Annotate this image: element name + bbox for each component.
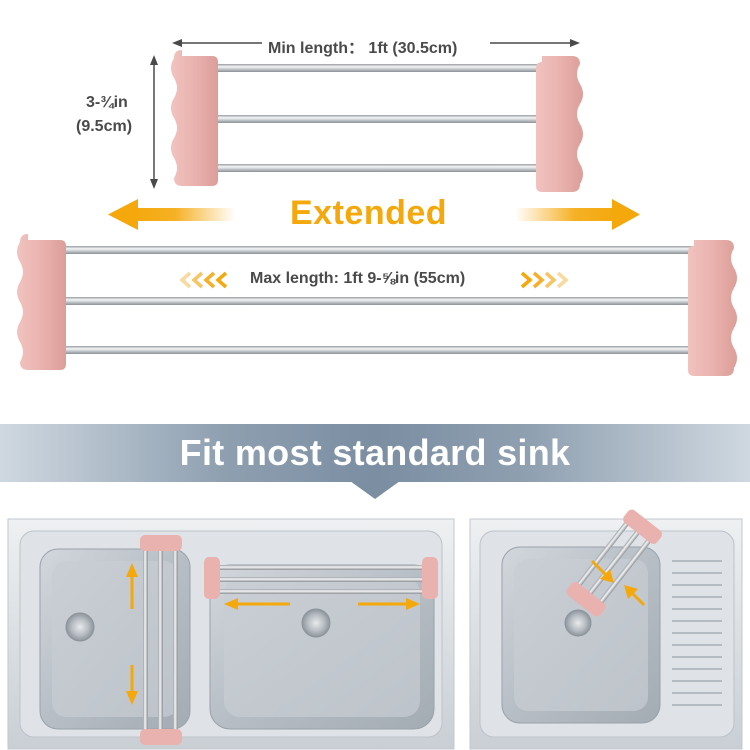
extend-right-arrow — [515, 199, 640, 230]
width-label-line1: 3-¾in — [86, 94, 128, 111]
width-label-line2: (9.5cm) — [76, 118, 133, 135]
extended-right-endcap — [688, 240, 737, 376]
banner-title: Fit most standard sink — [179, 432, 571, 473]
max-left-chevrons — [179, 271, 228, 289]
collapsed-right-endcap — [536, 56, 583, 192]
min-length-label: Min length： 1ft (30.5cm) — [268, 40, 458, 57]
collapsed-left-endcap — [171, 50, 218, 186]
max-right-chevrons — [520, 271, 569, 289]
min-length-dimension — [172, 39, 580, 47]
double-sink-photo — [7, 518, 455, 750]
extended-title: Extended — [290, 194, 448, 232]
banner-pointer — [350, 481, 400, 499]
rack-diagram — [17, 39, 737, 376]
collapsed-rack-rods — [205, 64, 545, 172]
extend-left-arrow — [108, 199, 235, 230]
fit-banner: Fit most standard sink — [0, 424, 750, 482]
extended-left-endcap — [17, 234, 66, 370]
width-dimension — [150, 55, 158, 189]
extended-rack-rods — [55, 246, 705, 354]
max-length-label: Max length: 1ft 9-⅝in (55cm) — [250, 270, 466, 287]
single-sink-photo — [469, 509, 743, 750]
sink-illustrations — [7, 509, 743, 750]
